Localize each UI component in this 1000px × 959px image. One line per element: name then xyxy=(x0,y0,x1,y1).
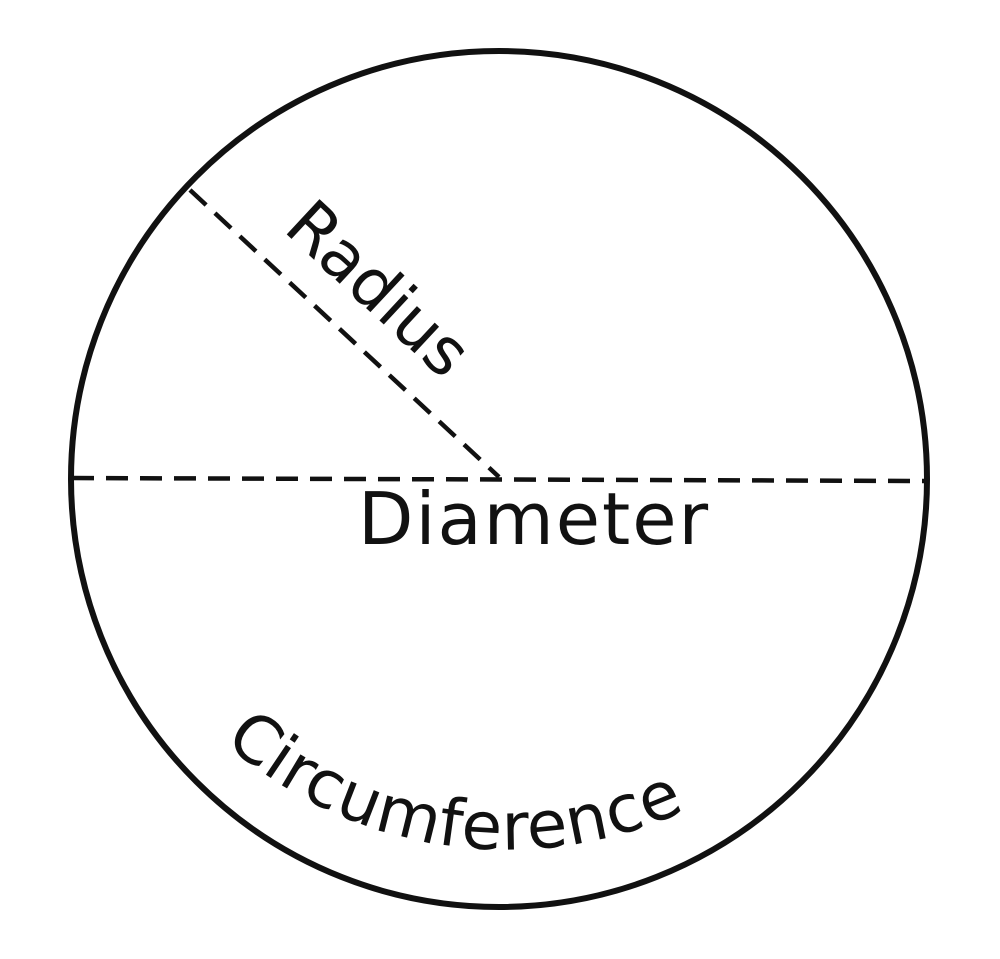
radius-line xyxy=(188,188,501,479)
circumference-label-path: Circumference xyxy=(214,695,692,866)
diameter-line xyxy=(71,475,928,484)
radius-label: Radius xyxy=(271,185,486,392)
circumference-label: Circumference xyxy=(214,695,693,866)
diameter-label: Diameter xyxy=(358,477,710,561)
